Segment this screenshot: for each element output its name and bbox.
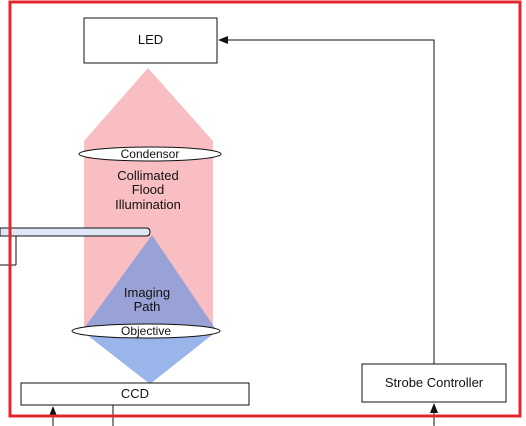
illumination-label-line3: Illumination: [115, 197, 181, 212]
illumination-label-line1: Collimated: [117, 168, 178, 183]
illumination-cone: [84, 68, 213, 330]
condensor-lens: [78, 146, 222, 162]
led-label: LED: [138, 32, 163, 47]
ccd-label: CCD: [121, 386, 149, 401]
condensor-label: Condensor: [121, 147, 180, 161]
strobe-controller-label: Strobe Controller: [385, 375, 484, 390]
sample-slide: [0, 227, 151, 237]
led-block: [83, 17, 218, 64]
objective-lens: [71, 323, 221, 339]
imaging-path-cone: [82, 235, 217, 384]
enclosure-frame: [8, 0, 522, 418]
objective-label: Objective: [121, 324, 171, 338]
imaging-label-line2: Path: [134, 299, 161, 314]
imaging-label-line1: Imaging: [124, 285, 170, 300]
ccd-block: [20, 382, 250, 406]
illumination-label-line2: Flood: [132, 182, 165, 197]
strobe-to-led-arrow: [218, 36, 435, 364]
